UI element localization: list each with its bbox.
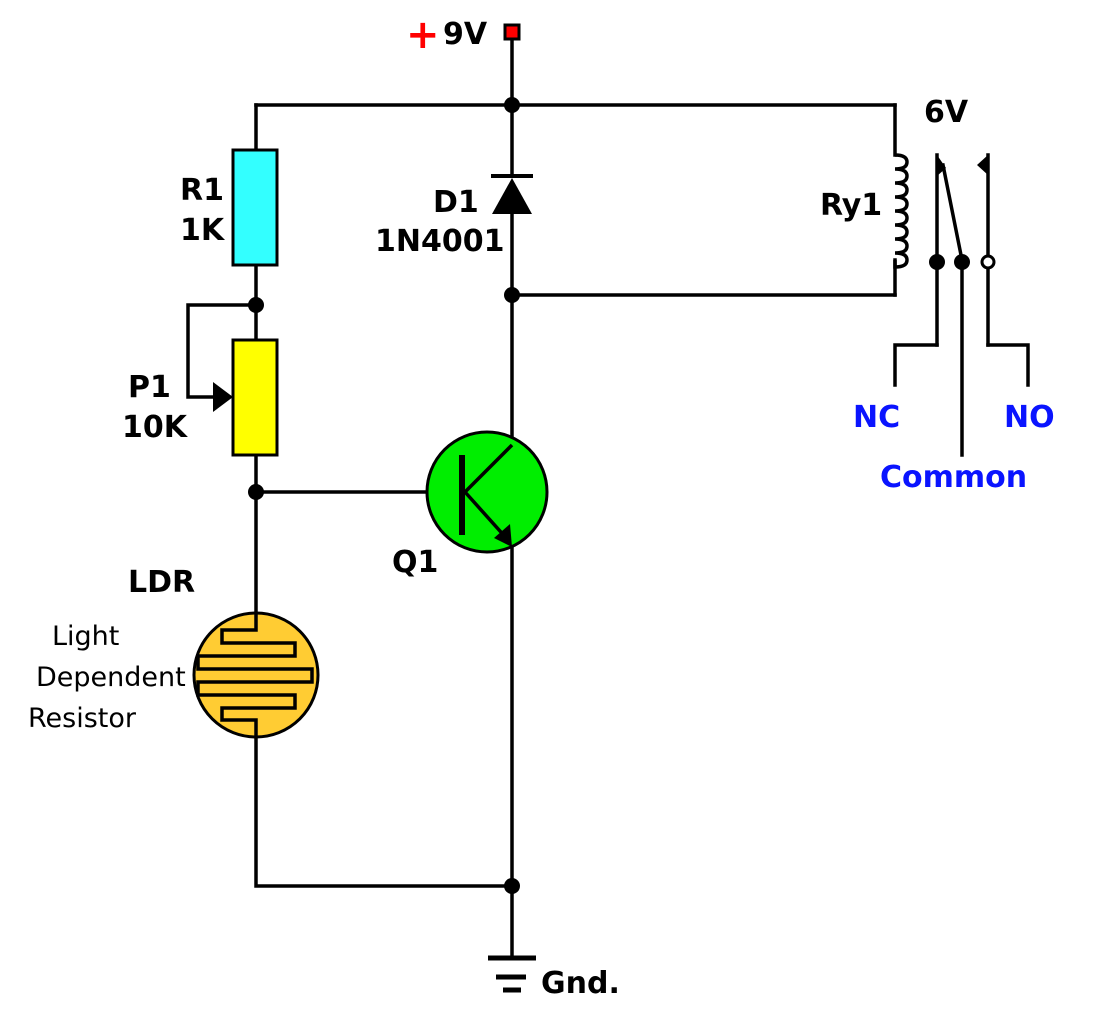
nc-contact-icon bbox=[937, 155, 946, 176]
supply-terminal: + 9V bbox=[406, 12, 521, 58]
ldr-ref: LDR bbox=[128, 565, 195, 600]
transistor-q1-body bbox=[425, 430, 549, 554]
diode-d1: D1 1N4001 bbox=[375, 174, 533, 259]
transistor-collector bbox=[463, 443, 514, 494]
emitter-arrow-icon bbox=[494, 524, 512, 547]
junction-dot bbox=[929, 254, 945, 270]
open-terminal bbox=[980, 254, 996, 270]
relay-coil-icon bbox=[893, 153, 909, 269]
relay-ry1: Ry1 6V bbox=[820, 95, 988, 269]
wire-nc-lead bbox=[893, 343, 939, 387]
q1-ref: Q1 bbox=[392, 545, 438, 580]
r1-value: 1K bbox=[180, 213, 226, 248]
wire-ldr-ground bbox=[254, 733, 514, 888]
junctions bbox=[248, 97, 996, 894]
wiper-arrow-icon bbox=[213, 382, 233, 412]
junction-dot bbox=[504, 287, 520, 303]
junction-dot bbox=[248, 297, 264, 313]
ldr-desc-line-3: Resistor bbox=[28, 703, 137, 734]
supply-label: 9V bbox=[443, 17, 488, 52]
ground: Gnd. bbox=[488, 955, 620, 1001]
ry1-ref: Ry1 bbox=[820, 188, 882, 223]
resistor-r1: R1 1K bbox=[180, 148, 279, 267]
ldr-serpentine-icon bbox=[196, 613, 314, 737]
ldr: LDR Light Dependent Resistor bbox=[28, 565, 320, 739]
ldr-desc-line-2: Dependent bbox=[36, 662, 186, 693]
wires bbox=[186, 30, 1030, 957]
transistor-emitter bbox=[463, 490, 510, 542]
junction-dot bbox=[504, 97, 520, 113]
r1-ref: R1 bbox=[180, 173, 224, 208]
ldr-desc-line-1: Light bbox=[52, 621, 119, 652]
potentiometer-p1: P1 10K bbox=[122, 338, 279, 457]
junction-dot bbox=[504, 878, 520, 894]
potentiometer-p1-body bbox=[231, 338, 279, 457]
ry1-voltage: 6V bbox=[924, 95, 969, 130]
plus-icon: + bbox=[406, 12, 440, 58]
common-label: Common bbox=[880, 460, 1027, 495]
p1-value: 10K bbox=[122, 410, 189, 445]
junction-dot bbox=[248, 484, 264, 500]
junction-dot bbox=[954, 254, 970, 270]
ground-label: Gnd. bbox=[541, 966, 620, 1001]
relay-switch-arm bbox=[940, 162, 965, 263]
nc-label: NC bbox=[853, 400, 900, 435]
no-label: NO bbox=[1004, 400, 1055, 435]
wire-no-lead bbox=[986, 343, 1030, 387]
wire-p1-wiper bbox=[186, 303, 258, 399]
resistor-r1-body bbox=[231, 148, 279, 267]
d1-value: 1N4001 bbox=[375, 224, 504, 259]
supply-terminal-icon bbox=[503, 23, 521, 41]
d1-ref: D1 bbox=[433, 185, 479, 220]
diode-triangle-icon bbox=[492, 178, 532, 214]
transistor-q1: Q1 bbox=[392, 430, 549, 580]
p1-ref: P1 bbox=[128, 370, 171, 405]
no-contact-icon bbox=[977, 155, 988, 175]
relay-contact-labels: NC NO Common bbox=[853, 400, 1055, 495]
